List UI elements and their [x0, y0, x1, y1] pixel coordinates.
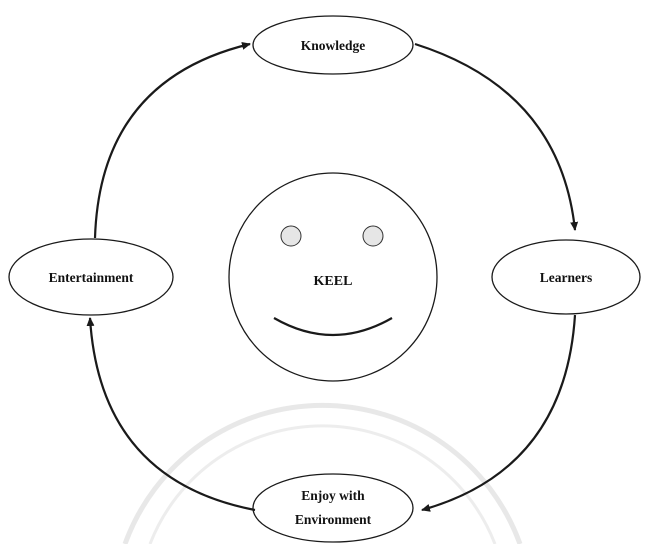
center-keel-label: KEEL: [314, 274, 353, 289]
node-entertainment-label: Entertainment: [49, 270, 134, 285]
left-eye-icon: [280, 225, 302, 247]
node-knowledge-label: Knowledge: [301, 38, 366, 53]
smile-mouth-icon: [273, 317, 393, 337]
arrow-learners-to-enjoy: [421, 314, 577, 512]
node-enjoy-label-line2: Environment: [295, 512, 372, 527]
watermark-arcs: [122, 402, 523, 544]
arrow-entertainment-to-knowledge: [93, 41, 251, 239]
node-enjoy-with-environment: Enjoy with Environment: [252, 473, 414, 543]
node-learners-label: Learners: [540, 270, 592, 285]
node-enjoy-label-line1: Enjoy with: [301, 488, 365, 503]
node-entertainment: Entertainment: [8, 238, 174, 316]
smiley-face-icon: KEEL: [228, 172, 438, 382]
cycle-arrows: [86, 41, 579, 512]
node-knowledge: Knowledge: [252, 15, 414, 75]
right-eye-icon: [362, 225, 384, 247]
node-learners: Learners: [491, 239, 641, 315]
arrow-enjoy-to-entertainment: [86, 317, 256, 512]
arrow-knowledge-to-learners: [414, 42, 579, 231]
